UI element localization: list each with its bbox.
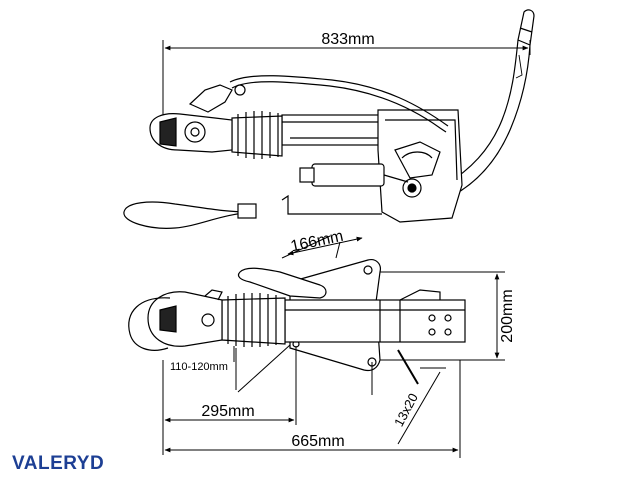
top-lever [237,267,327,299]
side-view [123,9,535,229]
top-view [128,259,466,385]
coupling-offset-label: 110-120mm [170,361,228,373]
bolt-size-label: 13x20 [391,391,421,429]
breakaway-cable [123,201,256,229]
mount-width-label: 166mm [289,228,345,256]
shock-absorber [311,163,385,187]
top-drawbar [284,299,466,343]
top-bellows [221,293,286,347]
dimension-lines [162,40,531,458]
mount-length-label: 665mm [291,433,344,450]
side-bellows [231,111,283,159]
overall-length-label: 833mm [321,31,374,48]
mount-height-label: 200mm [499,289,516,342]
handbrake-lever [444,9,535,197]
top-coupling-head [147,291,223,347]
brand-logo: VALERYD [12,453,104,474]
drawbar-tube [281,114,383,146]
bolt-distance-label: 295mm [201,403,254,420]
